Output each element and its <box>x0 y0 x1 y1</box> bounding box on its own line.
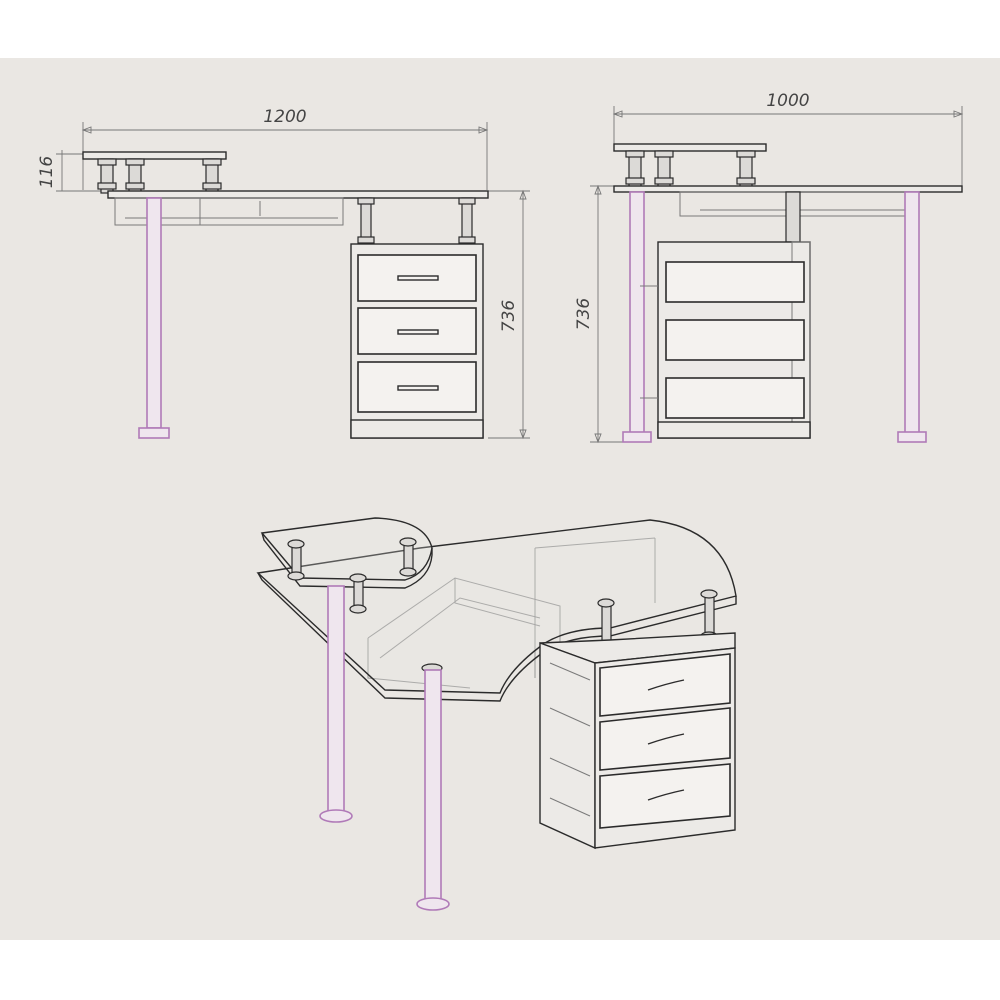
side-drawer-2 <box>665 319 805 361</box>
side-drawer-1 <box>665 261 805 303</box>
shelf-height-label: 116 <box>37 156 57 189</box>
front-height-label: 736 <box>499 300 519 333</box>
side-height-label: 736 <box>574 298 594 331</box>
side-right-leg <box>897 191 927 443</box>
side-width-label: 1000 <box>766 91 809 111</box>
desktop-top <box>107 190 489 199</box>
perspective-view <box>256 517 737 911</box>
perspective-shelf-posts <box>287 537 417 614</box>
side-pedestal <box>640 241 811 439</box>
shelf-posts <box>97 158 222 194</box>
perspective-drawer-3 <box>599 763 731 829</box>
perspective-front-leg <box>416 663 450 911</box>
technical-drawing: 1200 116 736 <box>0 58 1000 940</box>
front-view: 1200 116 736 <box>37 107 530 440</box>
side-desktop-top <box>613 185 963 193</box>
sheet-background <box>0 58 1000 940</box>
drawing-sheet: 1200 116 736 <box>0 58 1000 940</box>
perspective-left-leg <box>319 585 353 823</box>
side-keyboard-tray <box>679 191 919 243</box>
side-left-leg <box>622 191 652 443</box>
perspective-desktop-top <box>256 519 737 694</box>
front-left-leg <box>138 197 170 439</box>
front-pedestal <box>350 243 484 439</box>
side-view: 1000 736 <box>574 91 964 444</box>
dimension-width-side: 1000 <box>612 91 964 188</box>
side-top-shelf <box>613 143 767 152</box>
drawer-2 <box>357 307 477 355</box>
dimension-width-front: 1200 <box>81 107 489 190</box>
perspective-pedestal <box>539 632 736 850</box>
side-shelf-posts <box>625 150 756 188</box>
drawer-3 <box>357 361 477 413</box>
front-width-label: 1200 <box>263 107 306 127</box>
side-drawer-3 <box>665 377 805 419</box>
dimension-height-front: 736 <box>488 189 530 440</box>
drawer-1 <box>357 254 477 302</box>
top-shelf <box>82 151 227 160</box>
pedestal-posts <box>357 197 476 245</box>
